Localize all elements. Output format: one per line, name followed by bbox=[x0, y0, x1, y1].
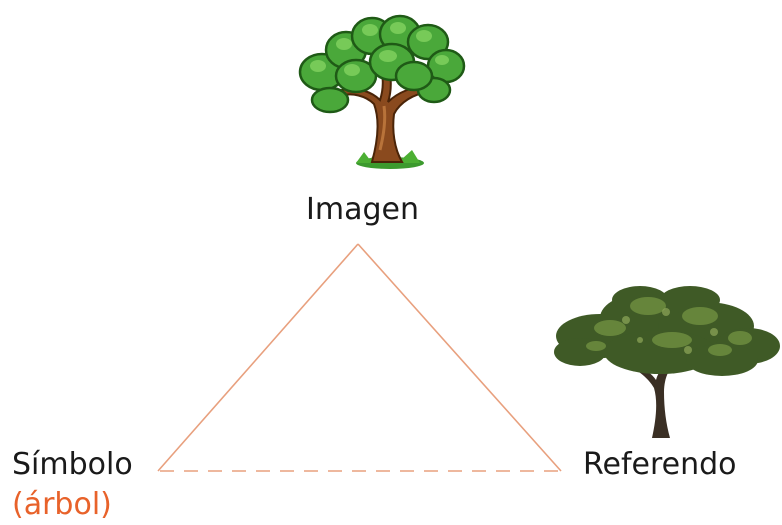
symbol-label: Símbolo bbox=[12, 447, 133, 482]
cartoon-tree-icon bbox=[298, 14, 466, 169]
symbol-word-label: (árbol) bbox=[12, 487, 112, 522]
photo-tree-icon bbox=[554, 286, 780, 438]
semiotic-triangle bbox=[157, 243, 562, 472]
triangle-edge-right bbox=[357, 243, 562, 472]
triangle-edge-left bbox=[157, 243, 359, 472]
image-label: Imagen bbox=[306, 192, 419, 227]
referent-label: Referendo bbox=[583, 447, 737, 482]
